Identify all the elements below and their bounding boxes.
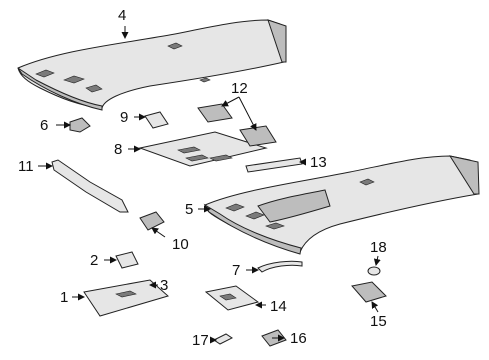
callout-14: 14 — [270, 298, 287, 315]
callout-11: 11 — [18, 158, 34, 175]
callout-18: 18 — [370, 239, 387, 256]
callout-15: 15 — [370, 313, 387, 330]
callout-16: 16 — [290, 330, 307, 347]
insulator-pads-part — [197, 103, 277, 147]
callout-7: 7 — [232, 262, 240, 279]
grab-handle-part — [257, 260, 303, 273]
weatherstrip-part — [245, 157, 303, 173]
bulb-17-part — [213, 333, 233, 345]
callouts: 4 6 9 8 11 12 13 5 10 2 3 1 7 14 18 15 1… — [18, 7, 387, 349]
bulb-18-part — [367, 266, 381, 276]
overhead-console-part — [204, 285, 260, 311]
clip-part — [69, 117, 91, 133]
callout-4: 4 — [118, 7, 126, 24]
dome-lamp-part — [351, 281, 387, 303]
insulator-panel-part — [138, 131, 268, 167]
callout-9: 9 — [120, 109, 128, 126]
sun-visor-part — [83, 279, 170, 317]
callout-17: 17 — [192, 332, 209, 349]
callout-2: 2 — [90, 252, 98, 269]
bracket-part — [144, 111, 169, 129]
reading-lamp-part — [139, 211, 165, 231]
leader-lines — [38, 26, 381, 344]
headliner-sunroof-part — [203, 155, 480, 255]
headliner-part — [17, 19, 287, 111]
trim-strip-part — [51, 159, 129, 213]
callout-5: 5 — [185, 201, 193, 218]
callout-6: 6 — [40, 117, 48, 134]
callout-12: 12 — [231, 80, 248, 97]
callout-3: 3 — [160, 277, 168, 294]
callout-10: 10 — [172, 236, 189, 253]
callout-8: 8 — [114, 141, 122, 158]
callout-1: 1 — [60, 289, 68, 306]
visor-pad-part — [115, 251, 139, 269]
callout-13: 13 — [310, 154, 327, 171]
